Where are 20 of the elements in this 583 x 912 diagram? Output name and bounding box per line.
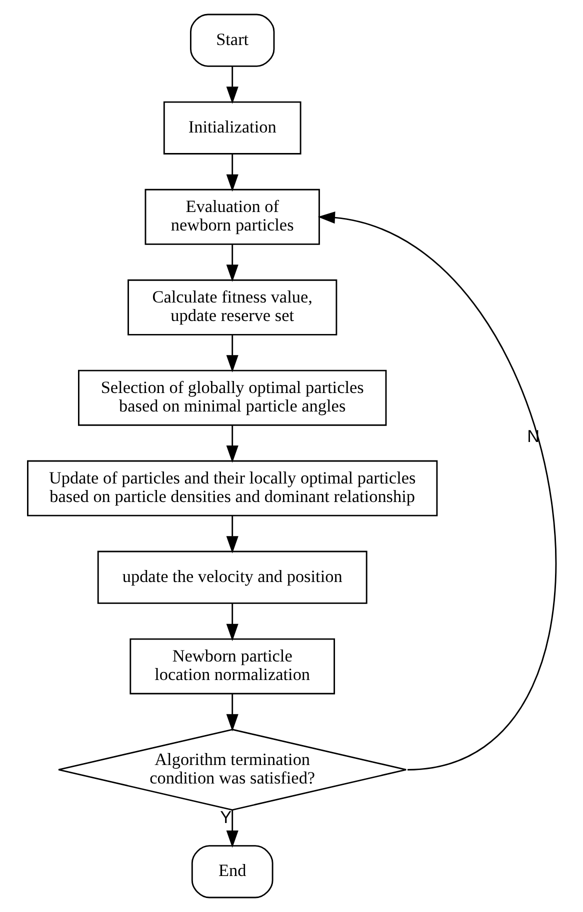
arrow [226, 154, 238, 192]
arrow [226, 244, 238, 282]
arrow [226, 516, 238, 554]
node-box: Evaluation of newborn particles [144, 188, 320, 245]
arrow [226, 810, 238, 848]
arrow [226, 426, 238, 463]
node-box: Start [190, 14, 274, 67]
node-box: update the velocity and position [96, 550, 367, 604]
node-box: Newborn particle location normalization [129, 638, 334, 694]
node-box: Initialization [162, 101, 301, 154]
node-box: End [190, 845, 273, 898]
arrow [226, 603, 238, 642]
node-diamond: Algorithm termination condition was satisfied? [57, 728, 406, 811]
arrow [226, 335, 238, 372]
node-box: Selection of globally optimal particles based on minimal particle angles [78, 370, 386, 426]
node-box: Calculate fitness value, update reserve set [127, 279, 337, 336]
node-box: Update of particles and their locally optimal particles based on particle densities and dominant relationship [26, 460, 438, 516]
arrow [317, 212, 556, 770]
arrow [226, 66, 238, 104]
arrow [226, 694, 238, 732]
